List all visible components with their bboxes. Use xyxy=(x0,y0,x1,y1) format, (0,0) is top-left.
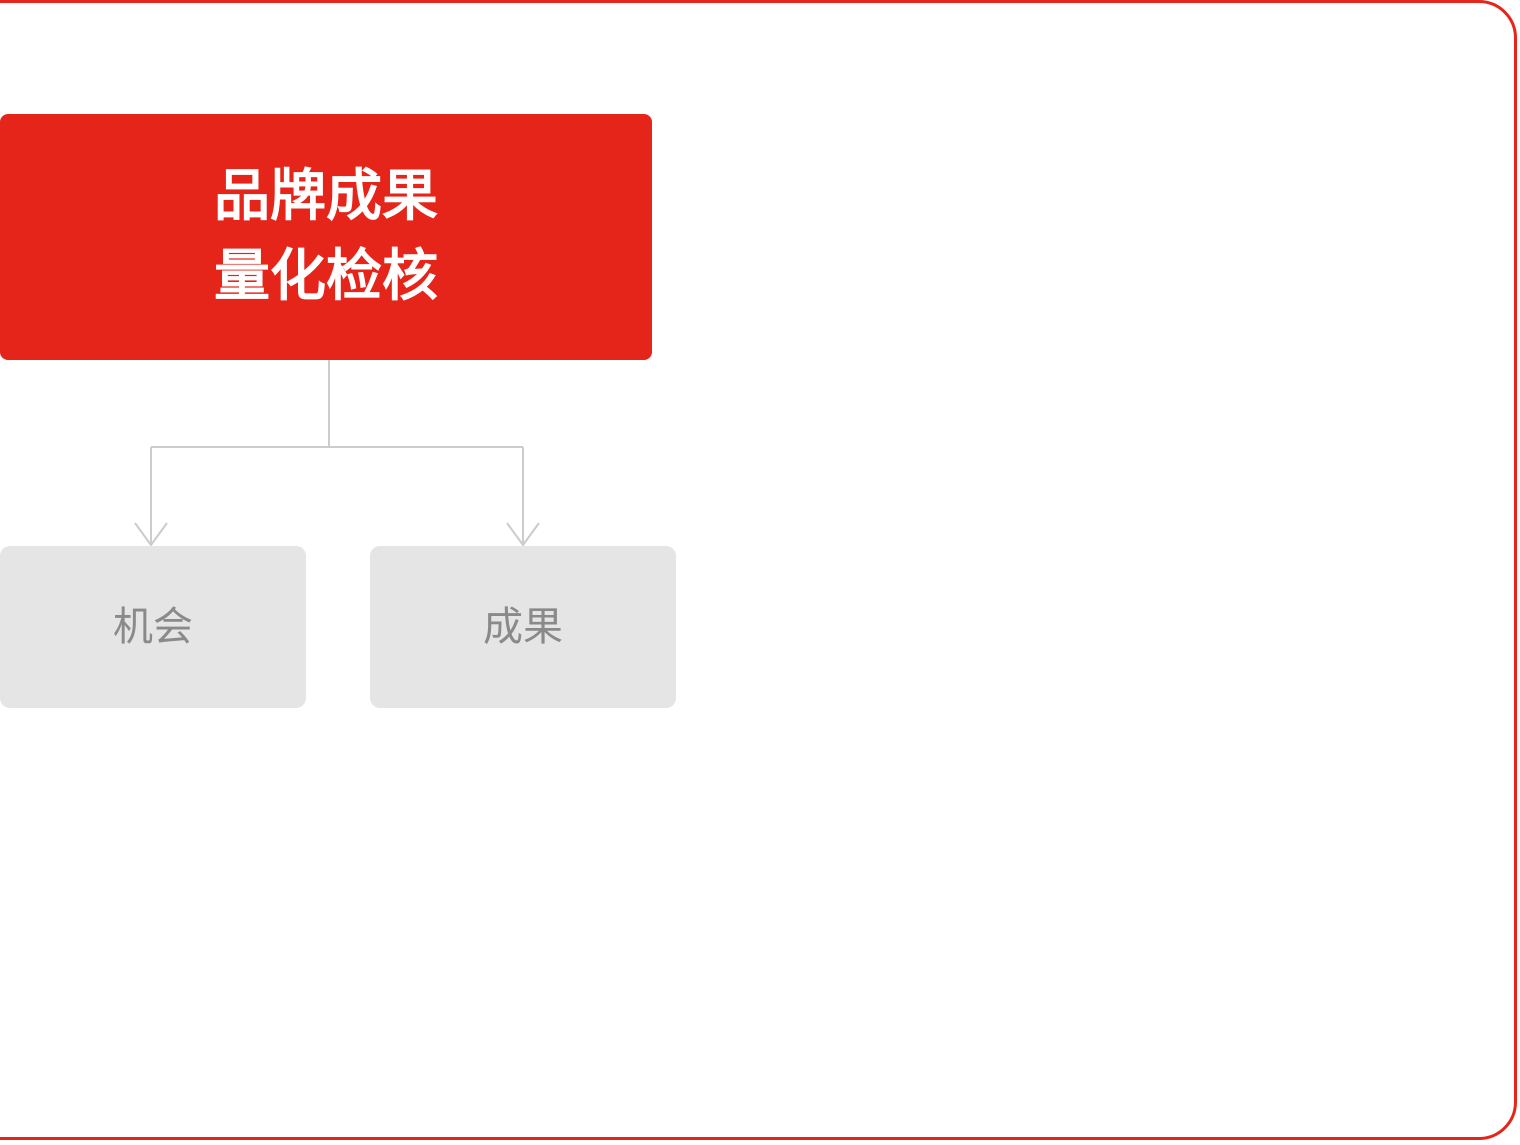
child-label-result: 成果 xyxy=(483,604,563,650)
root-label-line-2: 量化检核 xyxy=(214,244,438,309)
child-node-opportunity: 机会 xyxy=(0,546,306,708)
root-node: 品牌成果 量化检核 xyxy=(0,114,652,360)
root-label-line-1: 品牌成果 xyxy=(214,164,438,229)
child-node-result: 成果 xyxy=(370,546,676,708)
child-label-opportunity: 机会 xyxy=(113,604,193,650)
root-label: 品牌成果 量化检核 xyxy=(214,157,438,317)
